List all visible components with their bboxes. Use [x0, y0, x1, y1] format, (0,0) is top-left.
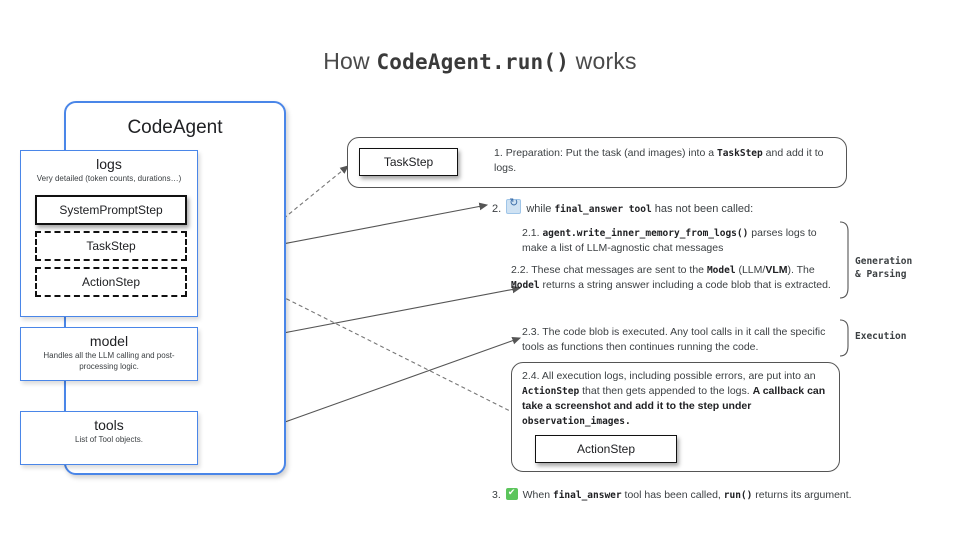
log-entry-label: ActionStep — [81, 275, 141, 289]
step22-text-a: These chat messages are sent to the — [531, 264, 707, 276]
step22-code-model-1: Model — [706, 265, 736, 276]
group-label-generation-line2: & Parsing — [855, 269, 907, 280]
step22-number: 2.2. — [511, 264, 529, 276]
page-title: How CodeAgent.run() works — [0, 48, 960, 75]
step3-text: 3. When final_answer tool has been calle… — [492, 486, 952, 503]
tools-heading: tools — [94, 417, 124, 433]
step21-text: 2.1. agent.write_inner_memory_from_logs(… — [522, 226, 834, 256]
title-suffix: works — [569, 48, 637, 74]
step23-number: 2.3. — [522, 326, 540, 338]
log-entry-systempromptstep[interactable]: SystemPromptStep — [35, 195, 187, 225]
group-label-execution: Execution — [855, 331, 907, 342]
step2-text-b: has not been called: — [651, 203, 754, 215]
step3-number: 3. — [492, 489, 501, 501]
title-prefix: How — [323, 48, 377, 74]
step1-code-taskstep: TaskStep — [716, 148, 763, 159]
tools-subtitle: List of Tool objects. — [75, 435, 143, 444]
step24-number: 2.4. — [522, 370, 540, 382]
model-subtitle: Handles all the LLM calling and post-pro… — [43, 351, 175, 371]
actionstep-box-label: ActionStep — [576, 442, 636, 456]
check-icon — [505, 486, 518, 500]
logs-box: logs Very detailed (token counts, durati… — [20, 150, 198, 317]
step2-heading: 2. while final_answer tool has not been … — [492, 197, 892, 217]
arrow-taskstep-to-step2 — [250, 202, 489, 251]
logs-subtitle: Very detailed (token counts, durations…) — [36, 174, 182, 183]
step3-code-run: run() — [723, 490, 753, 501]
log-entry-actionstep[interactable]: ActionStep — [35, 267, 187, 297]
step23-text: 2.3. The code blob is executed. Any tool… — [522, 325, 844, 355]
step24-text-b: that then gets appended to the logs. — [579, 385, 753, 397]
step21-code-write-inner-memory: agent.write_inner_memory_from_logs() — [542, 228, 749, 239]
group-label-generation-line1: Generation — [855, 256, 913, 267]
step3-code-final-answer: final_answer — [552, 490, 622, 501]
arrow-tools-to-step23 — [248, 336, 522, 439]
title-code: CodeAgent.run() — [376, 50, 570, 74]
step24-bold-callback: A callback can take a screenshot and add… — [522, 385, 826, 412]
step23-text-a: The code blob is executed. Any tool call… — [522, 326, 826, 353]
step24-text-a: All execution logs, including possible e… — [541, 370, 816, 382]
step3-text-a: When — [522, 489, 553, 501]
step24-text: 2.4. All execution logs, including possi… — [522, 369, 830, 429]
tools-box: tools List of Tool objects. — [20, 411, 198, 465]
model-box: model Handles all the LLM calling and po… — [20, 327, 198, 381]
logs-heading: logs — [96, 156, 122, 172]
arrow-step24-to-actionstep — [246, 276, 513, 413]
step21-number: 2.1. — [522, 227, 540, 239]
log-entry-label: TaskStep — [86, 239, 136, 253]
step22-code-model-2: Model — [511, 280, 540, 291]
step22-text-b: (LLM/ — [735, 264, 766, 276]
step1-text-b: and add it to logs. — [494, 147, 824, 174]
model-heading: model — [89, 333, 129, 349]
taskstep-box-label: TaskStep — [383, 155, 434, 169]
step22-text: 2.2. These chat messages are sent to the… — [511, 263, 833, 293]
step24-code-observation-images: observation_images. — [522, 416, 631, 427]
group-label-generation-parsing: Generation & Parsing — [855, 255, 912, 281]
step2-code-final-answer-tool: final_answer tool — [554, 204, 652, 215]
step1-number: 1. — [494, 147, 503, 159]
arrow-model-to-step22 — [248, 285, 522, 344]
log-entry-taskstep[interactable]: TaskStep — [35, 231, 187, 261]
step3-text-c: returns its argument. — [752, 489, 852, 501]
step1-text: 1. Preparation: Put the task (and images… — [494, 146, 834, 176]
step1-text-a: Preparation: Put the task (and images) i… — [505, 147, 717, 159]
step22-bold-vlm: VLM — [765, 264, 788, 276]
bracket-generation-parsing — [839, 221, 849, 299]
step3-text-b: tool has been called, — [621, 489, 724, 501]
step22-text-d: returns a string answer including a code… — [539, 279, 831, 291]
log-entry-label: SystemPromptStep — [59, 203, 163, 217]
loop-icon — [506, 197, 522, 214]
codeagent-title: CodeAgent — [127, 117, 223, 138]
actionstep-box[interactable]: ActionStep — [535, 435, 677, 463]
step2-text-a: while — [526, 203, 555, 215]
step2-number: 2. — [492, 203, 502, 215]
step22-text-c: ). The — [787, 264, 815, 276]
taskstep-box[interactable]: TaskStep — [359, 148, 458, 176]
step21-text-a: parses logs to make a list of LLM-agnost… — [522, 227, 817, 254]
step24-code-actionstep: ActionStep — [522, 386, 580, 397]
